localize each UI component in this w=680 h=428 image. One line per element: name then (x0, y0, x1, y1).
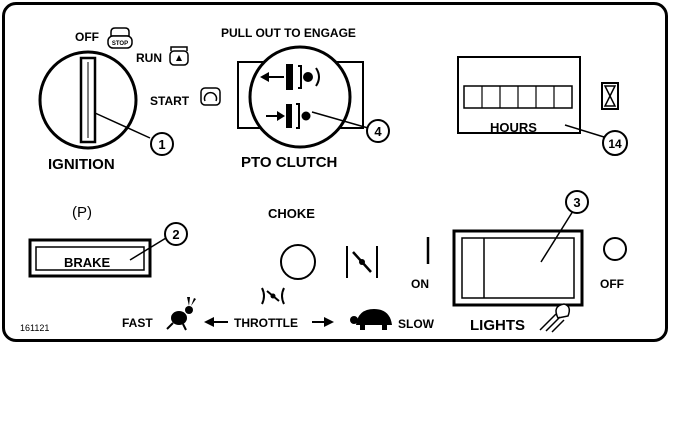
control-panel (2, 2, 668, 342)
start-icon (200, 87, 221, 106)
throttle-label: THROTTLE (234, 316, 298, 330)
pto-disengage-icon (260, 64, 320, 90)
callout-14-number: 14 (608, 137, 622, 151)
lights-off-label: OFF (600, 277, 624, 291)
lights-off-indicator (603, 237, 627, 261)
pto-title: PTO CLUTCH (241, 154, 338, 171)
ignition-switch[interactable] (38, 50, 138, 150)
stop-icon-text: STOP (112, 41, 128, 47)
pto-engage-icon (266, 103, 311, 129)
throttle-left-arrow (204, 317, 214, 327)
callout-1-number: 1 (158, 137, 165, 152)
callout-2-number: 2 (172, 227, 179, 242)
callout-14: 14 (602, 130, 628, 156)
lights-switch[interactable] (452, 229, 584, 307)
park-brake-symbol: (P) (72, 204, 92, 221)
lights-title: LIGHTS (470, 317, 525, 334)
hourglass-icon (601, 82, 619, 110)
callout-leader-3 (540, 210, 574, 263)
callout-4-number: 4 (374, 124, 382, 139)
ignition-start-label: START (150, 94, 190, 108)
callout-leader-4 (311, 111, 369, 129)
stop-icon: STOP (107, 27, 133, 49)
hour-meter (457, 56, 581, 134)
brake-label: BRAKE (64, 255, 111, 270)
throttle-fast-label: FAST (122, 316, 153, 330)
choke-title: CHOKE (268, 206, 315, 221)
headlight-icon (539, 303, 571, 333)
callout-leader-14 (564, 124, 605, 138)
ignition-title: IGNITION (48, 156, 115, 173)
callout-leader-2 (129, 237, 167, 261)
throttle-slow-label: SLOW (398, 317, 434, 331)
choke-on-label: ON (411, 277, 429, 291)
part-number: 161121 (20, 323, 50, 333)
ignition-off-label: OFF (75, 30, 99, 44)
hours-label: HOURS (490, 120, 537, 135)
throttle-choke-icon (261, 287, 285, 305)
pto-knob[interactable] (248, 45, 352, 149)
pto-header: PULL OUT TO ENGAGE (221, 26, 356, 40)
callout-1: 1 (150, 132, 174, 156)
callout-3: 3 (565, 190, 589, 214)
choke-closed-icon (346, 246, 378, 278)
callout-leader-1 (94, 112, 151, 139)
ignition-run-label: RUN (136, 51, 162, 65)
rabbit-icon (166, 297, 196, 331)
brake-indicator (28, 238, 152, 278)
choke-knob[interactable] (280, 244, 316, 280)
callout-2: 2 (164, 222, 188, 246)
callout-4: 4 (366, 119, 390, 143)
turtle-icon (350, 309, 392, 330)
throttle-right-arrow (324, 317, 334, 327)
run-icon (169, 46, 189, 66)
callout-3-number: 3 (573, 195, 580, 210)
